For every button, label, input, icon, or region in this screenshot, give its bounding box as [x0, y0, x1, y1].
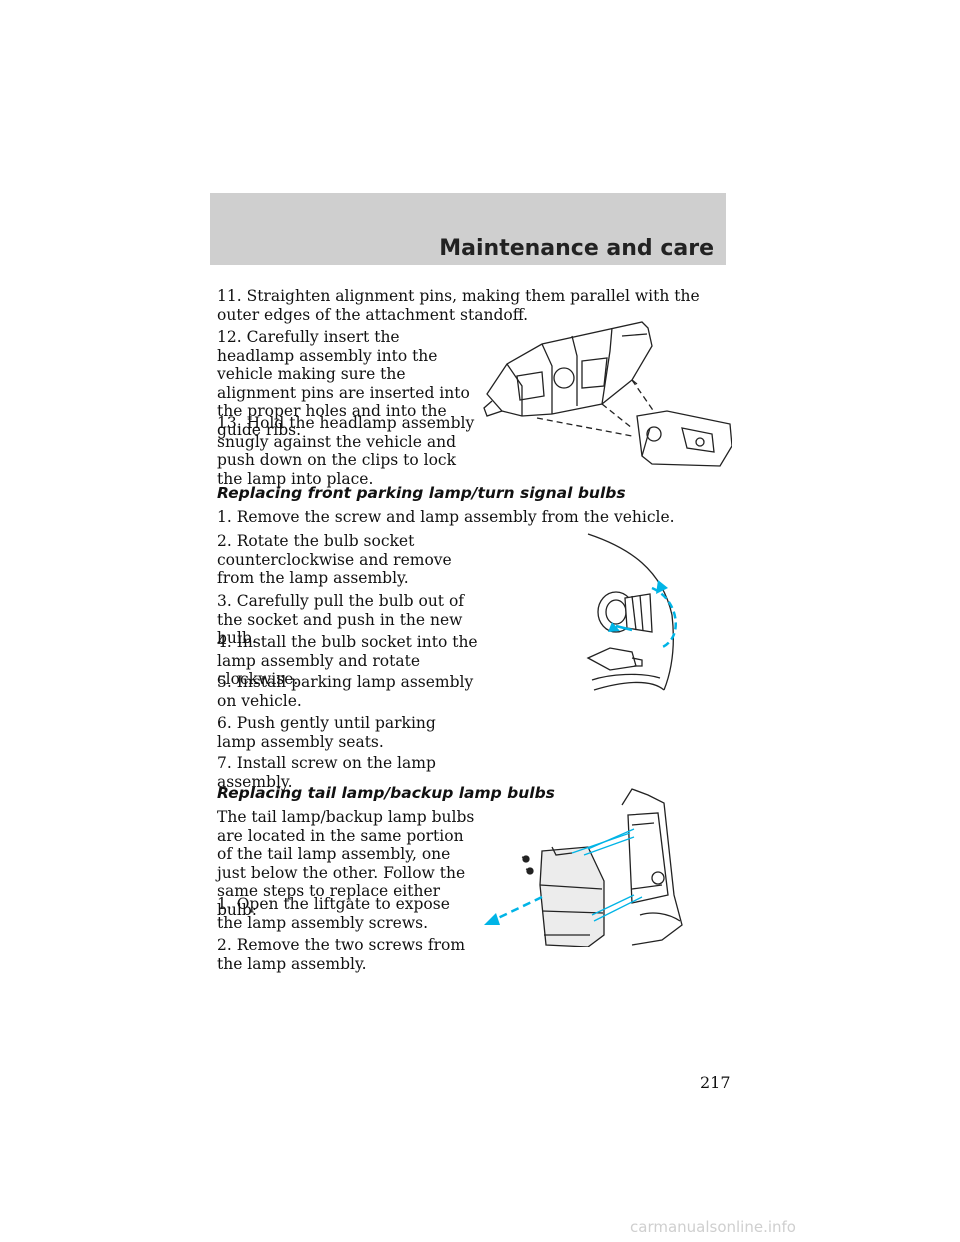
section-title: Maintenance and care [439, 236, 714, 261]
parking-step-6: 6. Push gently until parking lamp assemb… [217, 714, 436, 751]
watermark: carmanualsonline.info [630, 1218, 796, 1236]
tail-lamp-illustration [484, 788, 683, 947]
tail-intro: The tail lamp/backup lamp bulbs are loca… [217, 808, 475, 919]
parking-step-2: 2. Rotate the bulb socket counterclockwi… [217, 532, 452, 587]
step-12: 12. Carefully insert the headlamp assemb… [217, 328, 470, 439]
parking-lamp-illustration [586, 533, 677, 691]
step-13: 13. Hold the headlamp assembly snugly ag… [217, 414, 475, 488]
tail-step-1: 1. Open the liftgate to expose the lamp … [217, 895, 450, 932]
heading-front-parking-lamp: Replacing front parking lamp/turn signal… [217, 484, 626, 502]
tail-step-2: 2. Remove the two screws from the lamp a… [217, 936, 466, 973]
parking-step-7: 7. Install screw on the lamp assembly. [217, 754, 436, 791]
heading-tail-lamp: Replacing tail lamp/backup lamp bulbs [217, 784, 555, 802]
step-11: 11. Straighten alignment pins, making th… [217, 287, 700, 324]
page-number: 217 [700, 1073, 731, 1092]
parking-step-4: 4. Install the bulb socket into the lamp… [217, 633, 478, 688]
parking-step-3: 3. Carefully pull the bulb out of the so… [217, 592, 465, 647]
headlamp-assembly-illustration [483, 321, 732, 467]
parking-step-1: 1. Remove the screw and lamp assembly fr… [217, 508, 675, 526]
header-band: Maintenance and care [210, 193, 726, 265]
parking-step-5: 5. Install parking lamp assembly on vehi… [217, 673, 474, 710]
